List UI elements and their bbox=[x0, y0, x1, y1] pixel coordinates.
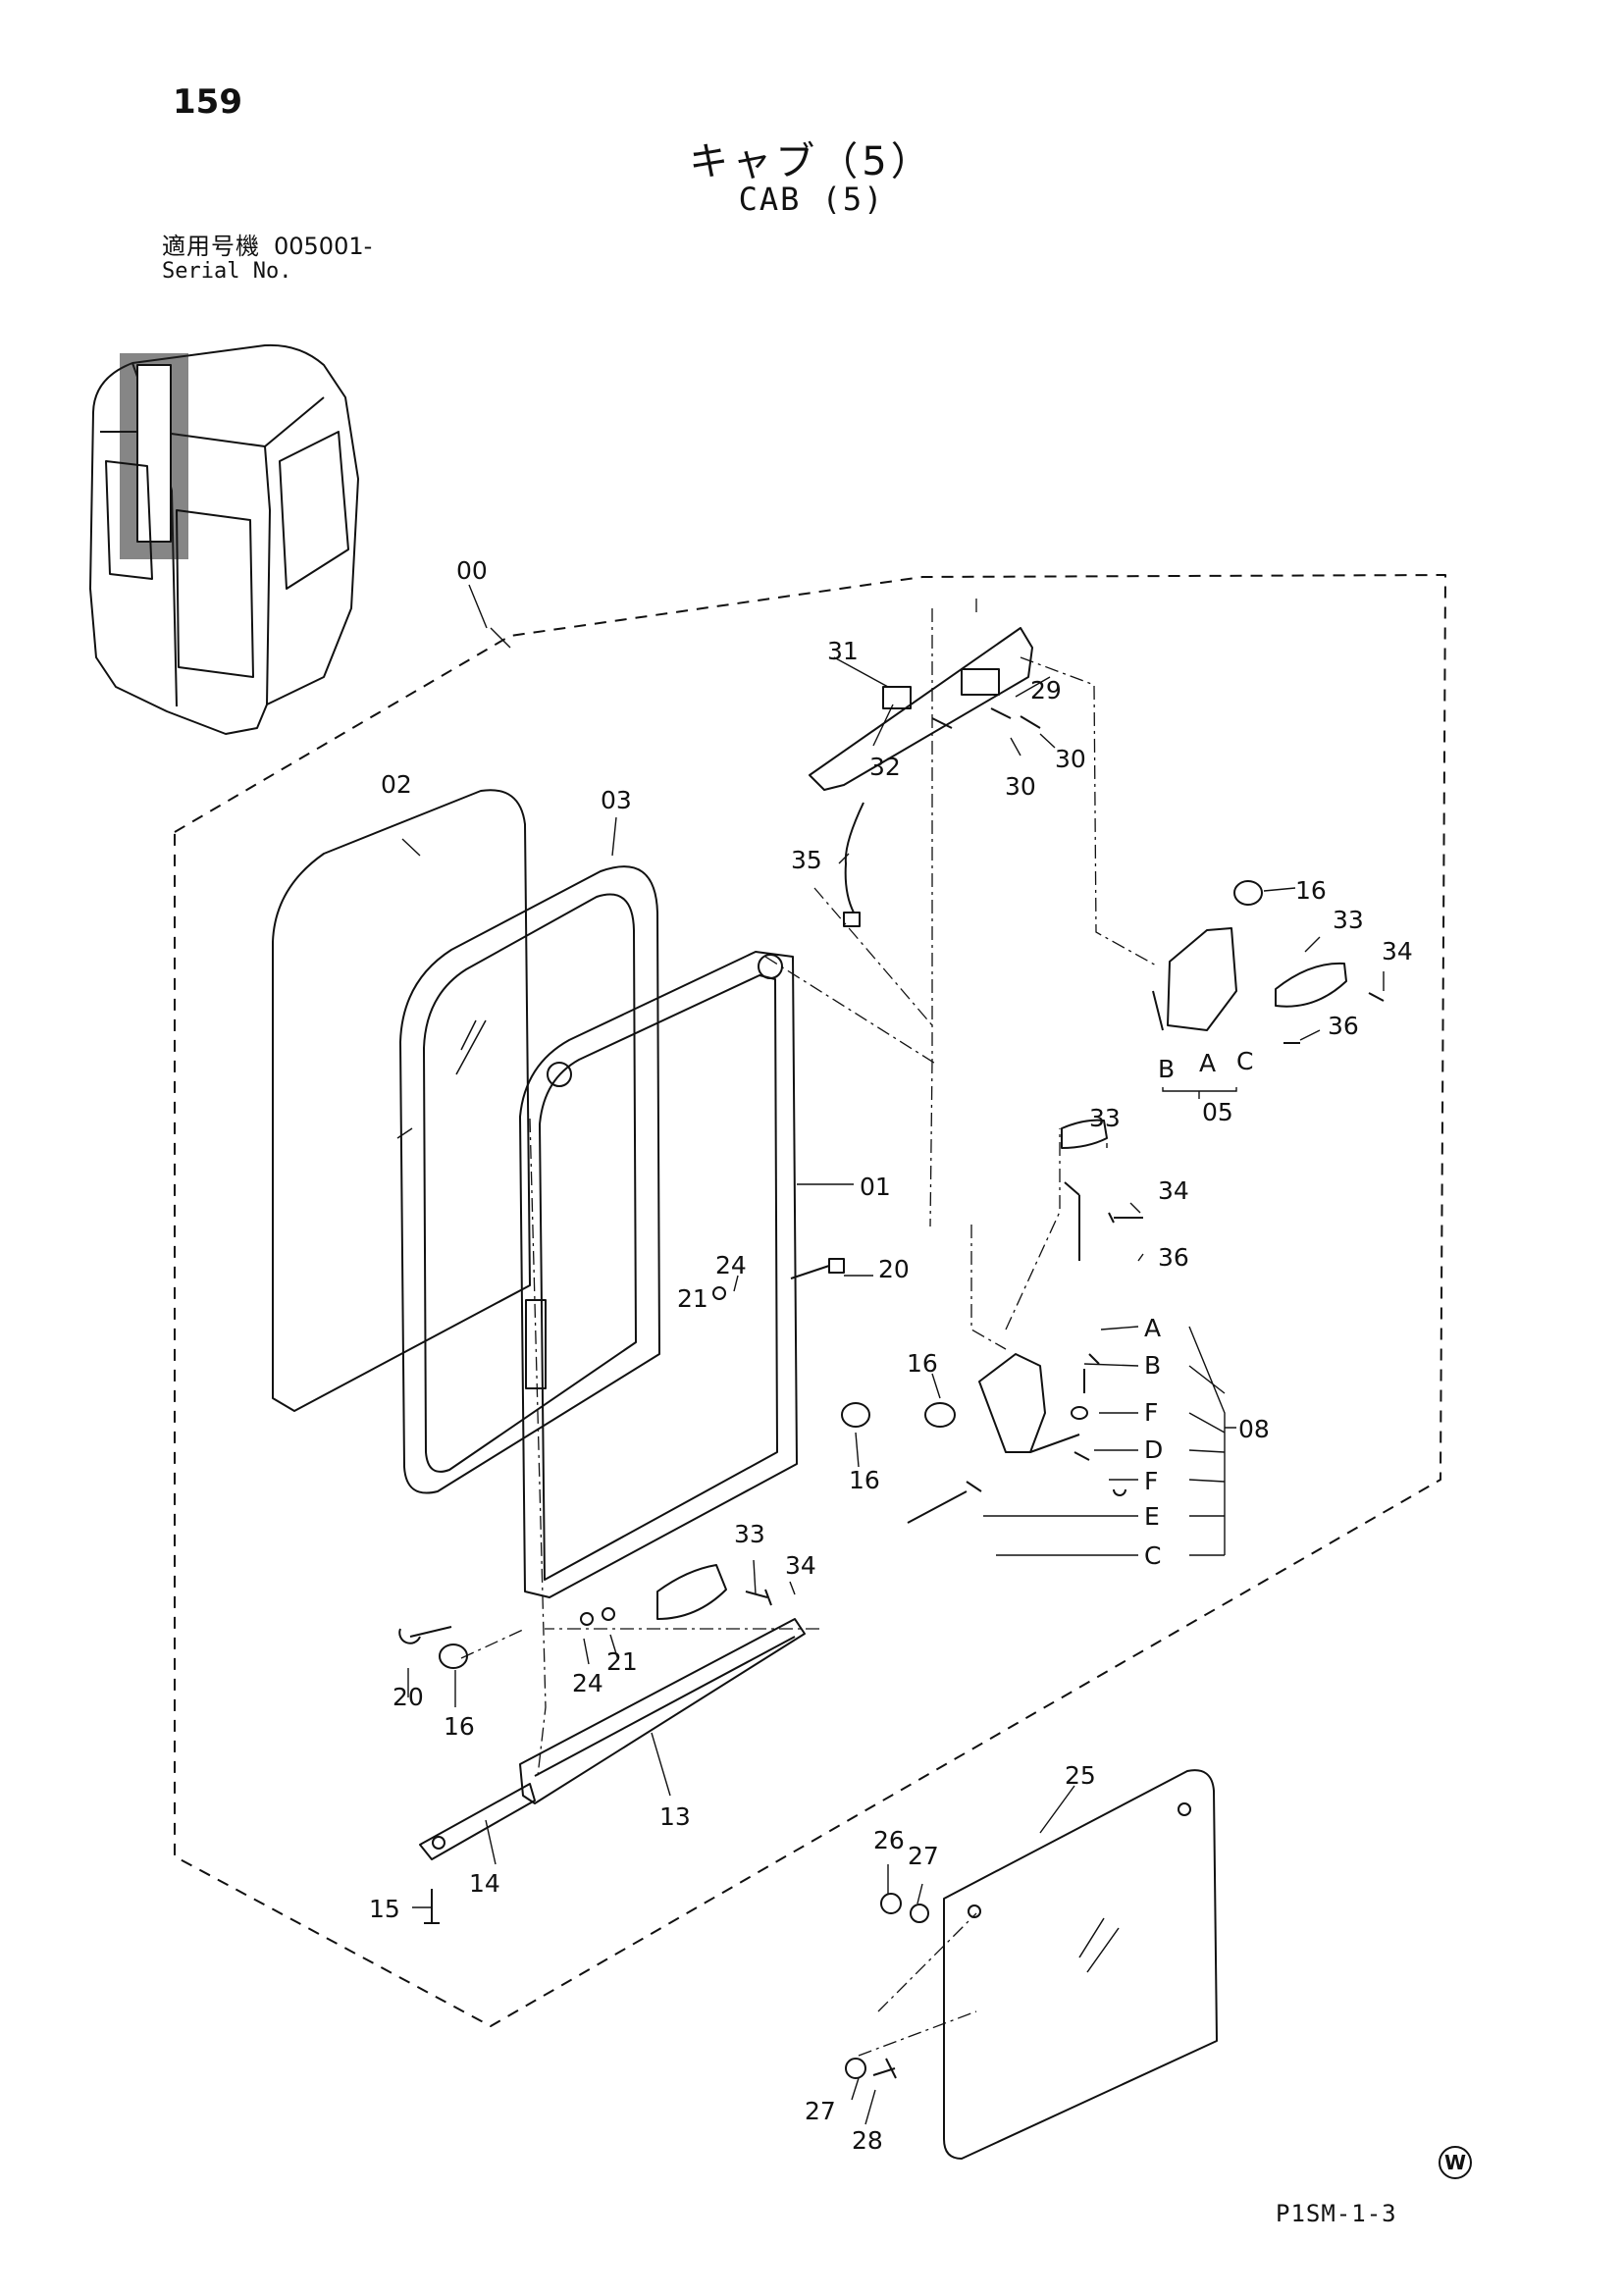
callout-26: 26 bbox=[873, 1826, 905, 1854]
cab-overview-thumbnail bbox=[89, 343, 359, 735]
page-number: 159 bbox=[173, 82, 242, 122]
callout-28: 28 bbox=[852, 2126, 883, 2155]
page-code: P1SM-1-3 bbox=[1276, 2200, 1397, 2227]
callout-30-right: 30 bbox=[1055, 745, 1086, 773]
callout-20-lower: 20 bbox=[393, 1683, 424, 1711]
callout-34-door-handle: 34 bbox=[785, 1551, 816, 1580]
sub-label-05-a: A bbox=[1199, 1049, 1216, 1077]
callout-14: 14 bbox=[469, 1869, 500, 1898]
watermark-symbol: W bbox=[1439, 2146, 1472, 2179]
serial-label-japanese: 適用号機 bbox=[162, 233, 260, 260]
callout-16-outer-lock: 16 bbox=[907, 1349, 938, 1378]
serial-label-english: Serial No. bbox=[162, 259, 292, 284]
callout-25: 25 bbox=[1065, 1761, 1096, 1790]
part-13-lower-rail bbox=[519, 1618, 806, 1804]
callout-34-outer-handle: 34 bbox=[1158, 1176, 1189, 1205]
callout-21-upper: 21 bbox=[677, 1284, 708, 1313]
serial-number-block: 適用号機 005001- Serial No. bbox=[162, 234, 372, 285]
part-03-seal-frame bbox=[399, 865, 660, 1494]
callout-05: 05 bbox=[1202, 1098, 1233, 1126]
callout-02: 02 bbox=[381, 770, 412, 799]
callout-29: 29 bbox=[1030, 676, 1062, 704]
callout-16-lower-roller: 16 bbox=[444, 1712, 475, 1741]
callout-36-outer-lock: 36 bbox=[1158, 1243, 1189, 1272]
part-25-lower-glass-panel bbox=[943, 1769, 1218, 2160]
callout-36-inner-lock: 36 bbox=[1328, 1012, 1359, 1040]
sub-label-08-f-upper: F bbox=[1144, 1398, 1158, 1427]
page-title-english: CAB (5) bbox=[738, 181, 885, 218]
sub-label-05-c: C bbox=[1236, 1047, 1253, 1075]
page-title-japanese: キャブ（5） bbox=[689, 139, 934, 184]
sub-label-05-b: B bbox=[1158, 1055, 1175, 1083]
assembly-boundary-dashed bbox=[174, 574, 1446, 2027]
callout-01: 01 bbox=[860, 1173, 891, 1201]
callout-13: 13 bbox=[659, 1802, 691, 1831]
sub-label-08-b: B bbox=[1144, 1351, 1161, 1380]
callout-21-lower: 21 bbox=[606, 1647, 638, 1676]
callout-35: 35 bbox=[791, 846, 822, 874]
sub-label-08-a: A bbox=[1144, 1314, 1161, 1342]
callout-15: 15 bbox=[369, 1895, 400, 1923]
sub-label-08-e: E bbox=[1144, 1502, 1160, 1531]
callout-24-upper: 24 bbox=[715, 1251, 747, 1279]
callout-31: 31 bbox=[827, 637, 859, 665]
callout-30-left: 30 bbox=[1005, 772, 1036, 801]
callout-33-outer-handle: 33 bbox=[1089, 1104, 1121, 1132]
sub-label-08-f-lower: F bbox=[1144, 1467, 1158, 1495]
callout-33-inner-lock: 33 bbox=[1333, 906, 1364, 934]
sub-label-08-d: D bbox=[1144, 1435, 1163, 1464]
part-14-guide-rail bbox=[419, 1783, 536, 1860]
sub-label-08-c: C bbox=[1144, 1541, 1161, 1570]
callout-03: 03 bbox=[601, 786, 632, 814]
callout-34-inner-lock: 34 bbox=[1382, 937, 1413, 965]
callout-27-lower: 27 bbox=[805, 2097, 836, 2125]
part-05-inner-lock bbox=[1167, 927, 1237, 1031]
part-01-door-frame bbox=[519, 951, 798, 1598]
part-02-glass-panel bbox=[272, 789, 531, 1412]
serial-number-value: 005001- bbox=[274, 233, 373, 260]
callout-16-door-roller: 16 bbox=[849, 1466, 880, 1494]
callout-32: 32 bbox=[869, 753, 901, 781]
part-31-lock-bracket bbox=[809, 627, 1033, 791]
callout-33-door-handle: 33 bbox=[734, 1520, 765, 1548]
part-08-outer-lock bbox=[978, 1353, 1046, 1453]
callout-27-upper: 27 bbox=[908, 1842, 939, 1870]
callout-24-lower: 24 bbox=[572, 1669, 603, 1697]
callout-20-upper: 20 bbox=[878, 1255, 910, 1283]
callout-00: 00 bbox=[456, 556, 488, 585]
callout-08: 08 bbox=[1238, 1415, 1270, 1443]
callout-16-inner-lock: 16 bbox=[1295, 876, 1327, 905]
